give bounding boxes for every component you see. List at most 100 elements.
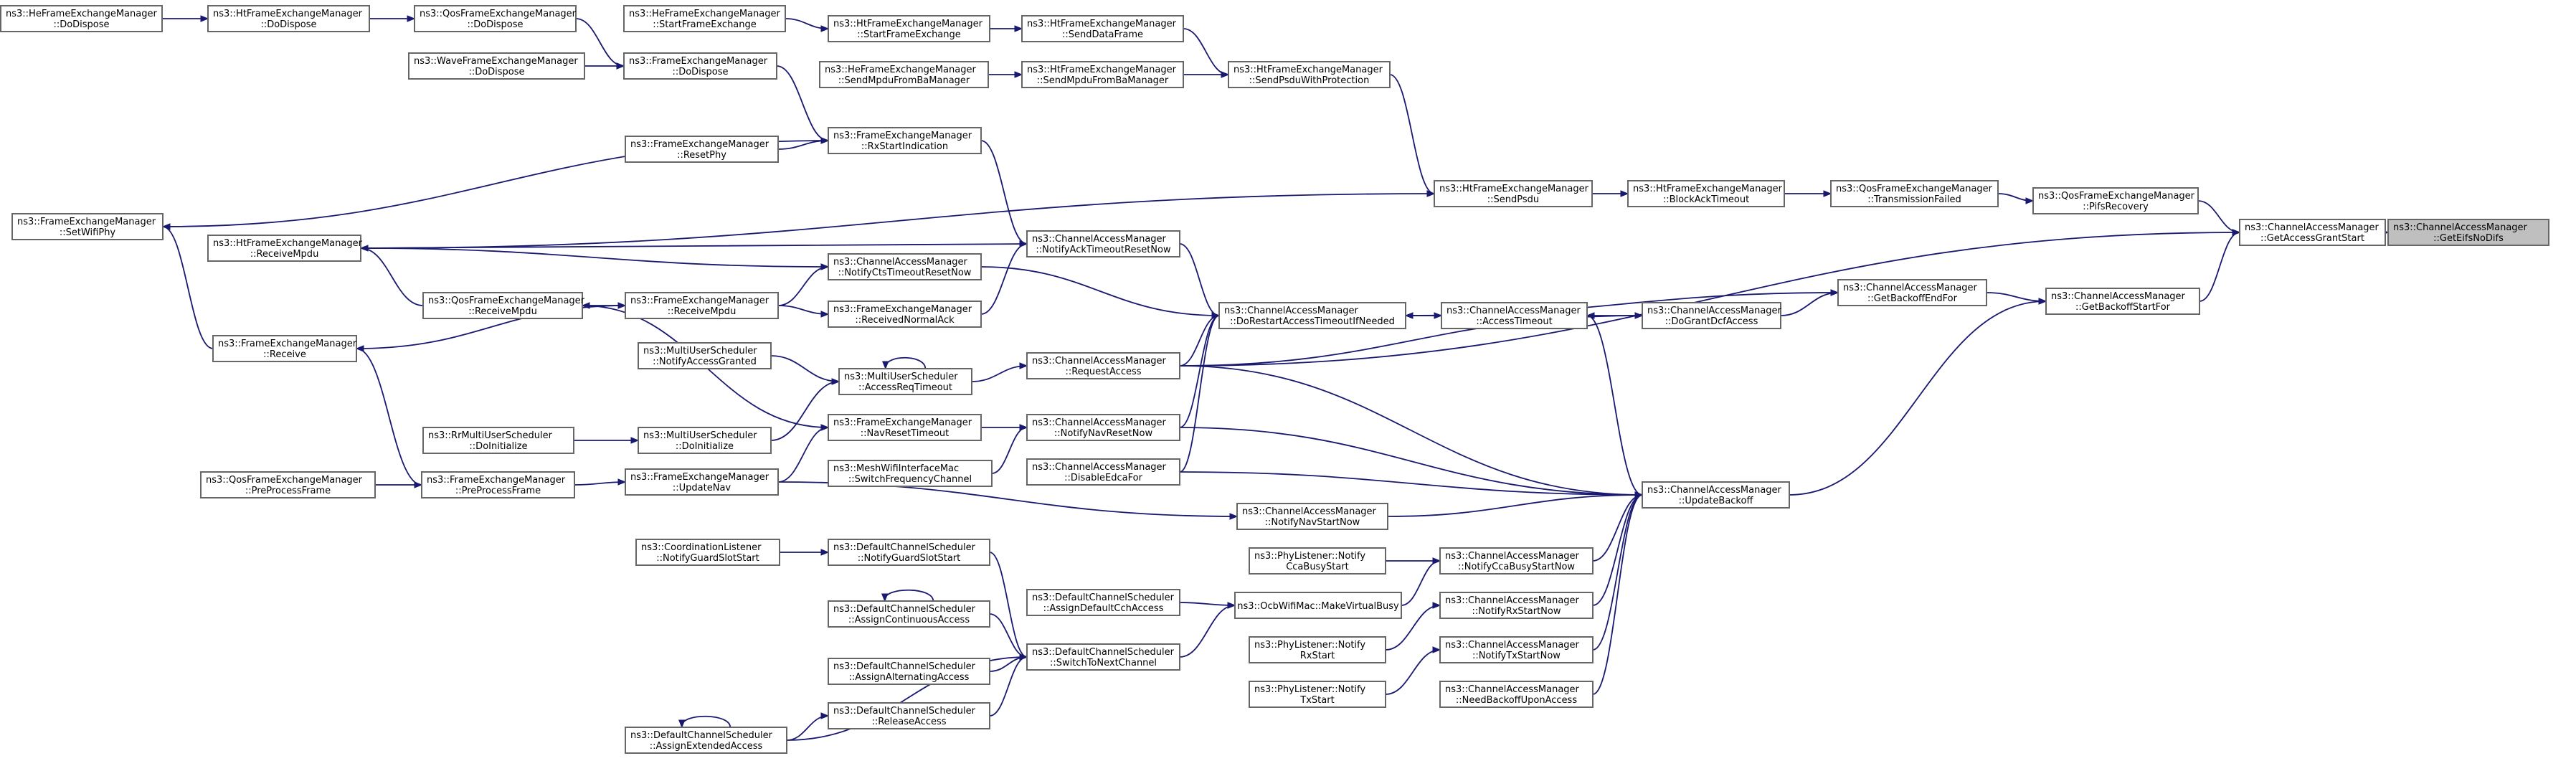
node-hesmb[interactable]: ns3::HeFrameExchangeManager::SendMpduFro… (819, 61, 989, 88)
node-mart[interactable]: ns3::MultiUserScheduler::AccessReqTimeou… (838, 368, 972, 395)
node-nnr[interactable]: ns3::ChannelAccessManager::NotifyNavRese… (1026, 414, 1180, 441)
node-box (638, 342, 772, 369)
node-label-line1: ns3::ChannelAccessManager (1445, 684, 1580, 695)
edge-fun-to-fnrt (777, 424, 830, 483)
node-qpifs[interactable]: ns3::QosFrameExchangeManager::PifsRecove… (2032, 187, 2199, 214)
node-qrm[interactable]: ns3::QosFrameExchangeManager::ReceiveMpd… (422, 292, 585, 319)
node-plcb[interactable]: ns3::PhyListener::NotifyCcaBusyStart (1249, 547, 1386, 575)
node-nbua[interactable]: ns3::ChannelAccessManager::NeedBackoffUp… (1439, 681, 1594, 708)
edge-dcsn-to-ocb (1179, 602, 1236, 658)
node-dcaa[interactable]: ns3::DefaultChannelScheduler::AssignAlte… (828, 658, 990, 685)
edge-dcra-to-dcsn (989, 653, 1028, 717)
node-nats[interactable]: ns3::ChannelAccessManager::NotifyAckTime… (1026, 230, 1180, 257)
node-label-line2: TxStart (1299, 695, 1334, 706)
node-label-line1: ns3::FrameExchangeManager (833, 304, 972, 315)
node-mnag[interactable]: ns3::MultiUserScheduler::NotifyAccessGra… (638, 342, 772, 369)
node-clng[interactable]: ns3::CoordinationListener::NotifyGuardSl… (635, 539, 780, 566)
node-ntx[interactable]: ns3::ChannelAccessManager::NotifyTxStart… (1439, 636, 1594, 663)
node-plrx[interactable]: ns3::PhyListener::NotifyRxStart (1249, 636, 1386, 663)
node-ncts[interactable]: ns3::ChannelAccessManager::NotifyCtsTime… (828, 253, 982, 280)
node-mswf[interactable]: ns3::MeshWifiInterfaceMac::SwitchFrequen… (828, 460, 993, 487)
node-hrm[interactable]: ns3::HtFrameExchangeManager::ReceiveMpdu (207, 235, 363, 262)
node-wdd[interactable]: ns3::WaveFrameExchangeManager::DoDispose (408, 52, 585, 80)
node-nrx[interactable]: ns3::ChannelAccessManager::NotifyRxStart… (1439, 592, 1594, 619)
node-hesfe[interactable]: ns3::HeFrameExchangeManager::StartFrameE… (623, 5, 786, 32)
node-dgda[interactable]: ns3::ChannelAccessManager::DoGrantDcfAcc… (1642, 302, 1782, 329)
edge-dcae-to-dcae (678, 715, 731, 729)
node-gags[interactable]: ns3::ChannelAccessManager::GetAccessGran… (2239, 219, 2386, 246)
edge-qrm-to-hrm (359, 245, 424, 306)
node-rrdi[interactable]: ns3::RrMultiUserScheduler::DoInitialize (422, 427, 574, 454)
node-acto[interactable]: ns3::ChannelAccessManager::AccessTimeout (1441, 302, 1588, 329)
node-drat[interactable]: ns3::ChannelAccessManager::DoRestartAcce… (1218, 302, 1406, 329)
node-frna[interactable]: ns3::FrameExchangeManager::ReceivedNorma… (828, 301, 982, 328)
node-label-line2: ::DoDispose (672, 67, 728, 77)
node-gbef[interactable]: ns3::ChannelAccessManager::GetBackoffEnd… (1837, 279, 1987, 306)
node-frm[interactable]: ns3::FrameExchangeManager::ReceiveMpdu (625, 292, 779, 319)
node-hsdf[interactable]: ns3::HtFrameExchangeManager::SendDataFra… (1021, 15, 1184, 42)
node-box (828, 460, 993, 487)
node-label-line1: ns3::FrameExchangeManager (17, 217, 156, 227)
edge-dcae-to-dcra (786, 712, 830, 741)
node-ocb[interactable]: ns3::OcbWifiMac::MakeVirtualBusy (1234, 592, 1402, 619)
node-label-line1: ns3::HtFrameExchangeManager (1633, 184, 1783, 194)
node-box (625, 136, 779, 163)
edge-nnr-to-ub (1179, 427, 1644, 498)
node-hsp[interactable]: ns3::HtFrameExchangeManager::SendPsdu (1434, 180, 1593, 207)
node-frcv[interactable]: ns3::FrameExchangeManager::Receive (212, 335, 357, 362)
node-hbat[interactable]: ns3::HtFrameExchangeManager::BlockAckTim… (1627, 180, 1785, 207)
node-label-line1: ns3::HtFrameExchangeManager (1439, 184, 1589, 194)
node-box (1642, 302, 1781, 329)
node-nns[interactable]: ns3::ChannelAccessManager::NotifyNavStar… (1236, 503, 1388, 530)
node-box (1026, 352, 1180, 379)
node-fswp[interactable]: ns3::FrameExchangeManager::SetWifiPhy (11, 213, 164, 240)
edge-rrdi-to-mdi (573, 437, 640, 444)
node-dcae[interactable]: ns3::DefaultChannelScheduler::AssignExte… (625, 727, 787, 754)
node-qtf[interactable]: ns3::QosFrameExchangeManager::Transmissi… (1830, 180, 1999, 207)
node-fnrt[interactable]: ns3::FrameExchangeManager::NavResetTimeo… (828, 414, 982, 441)
node-label-line1: ns3::HtFrameExchangeManager (1027, 19, 1177, 29)
node-hsmb[interactable]: ns3::HtFrameExchangeManager::SendMpduFro… (1021, 61, 1184, 88)
node-label-line1: ns3::ChannelAccessManager (1224, 306, 1359, 316)
node-pltx[interactable]: ns3::PhyListener::NotifyTxStart (1249, 681, 1386, 708)
node-qppf[interactable]: ns3::QosFrameExchangeManager::PreProcess… (200, 471, 376, 498)
edge-frsi-to-nats (980, 140, 1028, 247)
node-label-line2: ::UpdateBackoff (1679, 496, 1754, 506)
node-fppf[interactable]: ns3::FrameExchangeManager::PreProcessFra… (421, 471, 575, 498)
node-nccb[interactable]: ns3::ChannelAccessManager::NotifyCcaBusy… (1439, 547, 1594, 575)
node-label-line2: ::GetEifsNoDifs (2433, 233, 2504, 244)
node-box (0, 5, 163, 32)
node-label-line2: ::AssignDefaultCchAccess (1043, 603, 1164, 614)
node-label-line1: ns3::ChannelAccessManager (1445, 551, 1580, 562)
node-label-line2: ::GetBackoffEndFor (1867, 293, 1958, 304)
node-fdd[interactable]: ns3::FrameExchangeManager::DoDispose (623, 52, 777, 80)
node-htdd[interactable]: ns3::HtFrameExchangeManager::DoDispose (207, 5, 370, 32)
node-hspp[interactable]: ns3::HtFrameExchangeManager::SendPsduWit… (1228, 61, 1391, 88)
node-dcsn[interactable]: ns3::DefaultChannelScheduler::SwitchToNe… (1026, 643, 1180, 671)
node-label-line1: ns3::ChannelAccessManager (1032, 417, 1167, 428)
edge-hsfe-to-hsdf (990, 25, 1023, 32)
node-ra[interactable]: ns3::ChannelAccessManager::RequestAccess (1026, 352, 1180, 379)
node-ub[interactable]: ns3::ChannelAccessManager::UpdateBackoff (1642, 481, 1790, 509)
node-dcad[interactable]: ns3::DefaultChannelScheduler::AssignDefa… (1026, 589, 1180, 616)
edge-gbef-to-gbsf (1986, 292, 2047, 305)
node-qdd[interactable]: ns3::QosFrameExchangeManager::DoDispose (414, 5, 577, 32)
edge-ra-to-ub (1179, 365, 1644, 498)
node-mdi[interactable]: ns3::MultiUserScheduler::DoInitialize (638, 427, 772, 454)
node-box (207, 235, 361, 262)
node-gbsf[interactable]: ns3::ChannelAccessManager::GetBackoffSta… (2045, 288, 2200, 315)
edge-hsdf-to-hspp (1183, 28, 1230, 78)
node-frsi[interactable]: ns3::FrameExchangeManager::RxStartIndica… (828, 127, 982, 154)
node-frp[interactable]: ns3::FrameExchangeManager::ResetPhy (625, 136, 779, 163)
node-dcng[interactable]: ns3::DefaultChannelScheduler::NotifyGuar… (828, 539, 990, 566)
node-label-line1: ns3::FrameExchangeManager (427, 475, 566, 486)
node-dea[interactable]: ns3::ChannelAccessManager::DisableEdcaFo… (1026, 458, 1180, 486)
node-hsfe[interactable]: ns3::HtFrameExchangeManager::StartFrameE… (828, 15, 990, 42)
node-hedd[interactable]: ns3::HeFrameExchangeManager::DoDispose (0, 5, 163, 32)
node-box (625, 468, 779, 496)
node-root[interactable]: ns3::ChannelAccessManager::GetEifsNoDifs (2387, 219, 2549, 246)
node-dcra[interactable]: ns3::DefaultChannelScheduler::ReleaseAcc… (828, 702, 990, 729)
edge-nnr-to-drat (1179, 312, 1221, 428)
node-dcac[interactable]: ns3::DefaultChannelScheduler::AssignCont… (828, 600, 990, 628)
node-fun[interactable]: ns3::FrameExchangeManager::UpdateNav (625, 468, 779, 496)
